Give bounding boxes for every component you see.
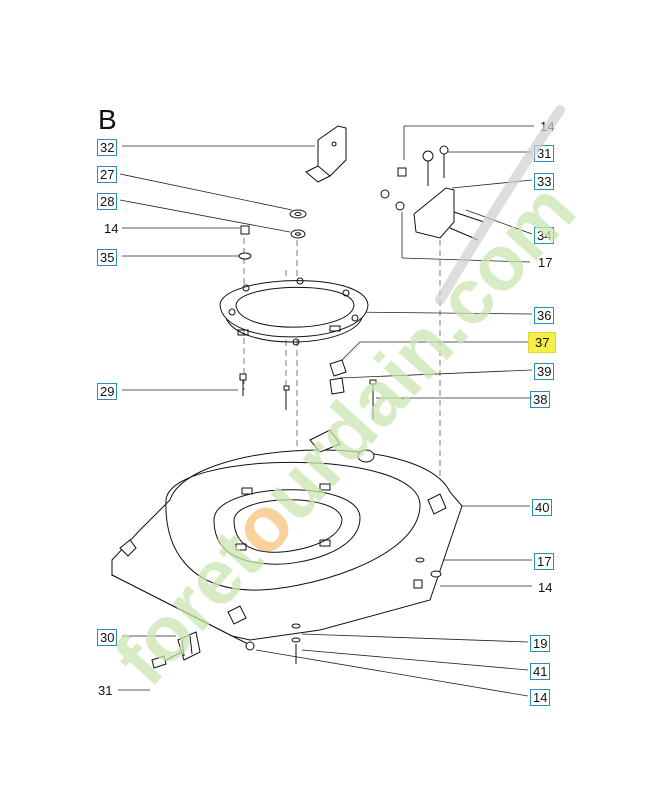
callout-28: 28 bbox=[97, 193, 118, 210]
callout-14-d: 14 bbox=[530, 689, 551, 706]
callout-14-a: 14 bbox=[104, 221, 119, 236]
callout-27: 27 bbox=[97, 166, 118, 183]
callout-34: 34 bbox=[534, 227, 555, 244]
callout-31-b: 31 bbox=[98, 683, 113, 698]
callout-17-b: 17 bbox=[534, 553, 555, 570]
callout-41: 41 bbox=[530, 663, 551, 680]
callout-33: 33 bbox=[534, 173, 555, 190]
bottom-hardware bbox=[245, 557, 442, 651]
callout-40: 40 bbox=[532, 499, 553, 516]
callout-14-b: 14 bbox=[540, 119, 555, 134]
callout-14-c: 14 bbox=[538, 580, 553, 595]
right-hardware bbox=[380, 145, 485, 241]
small-parts-left bbox=[238, 209, 307, 260]
section-letter: B bbox=[98, 104, 117, 135]
bracket-32 bbox=[305, 125, 347, 183]
mower-deck-40 bbox=[111, 429, 463, 647]
callout-31-a: 31 bbox=[534, 145, 555, 162]
callout-37-highlighted: 37 bbox=[528, 332, 557, 353]
clips-37-39 bbox=[329, 359, 347, 395]
callout-35: 35 bbox=[97, 249, 118, 266]
callout-38: 38 bbox=[530, 391, 551, 408]
callout-19: 19 bbox=[530, 635, 551, 652]
callout-36: 36 bbox=[534, 307, 555, 324]
clip-30 bbox=[151, 631, 201, 669]
flange-ring-36 bbox=[219, 277, 369, 346]
callout-32: 32 bbox=[97, 139, 118, 156]
callout-17-a: 17 bbox=[538, 255, 553, 270]
callout-39: 39 bbox=[534, 363, 555, 380]
screws bbox=[239, 373, 377, 664]
callout-30: 30 bbox=[97, 629, 118, 646]
callout-29: 29 bbox=[97, 383, 118, 400]
